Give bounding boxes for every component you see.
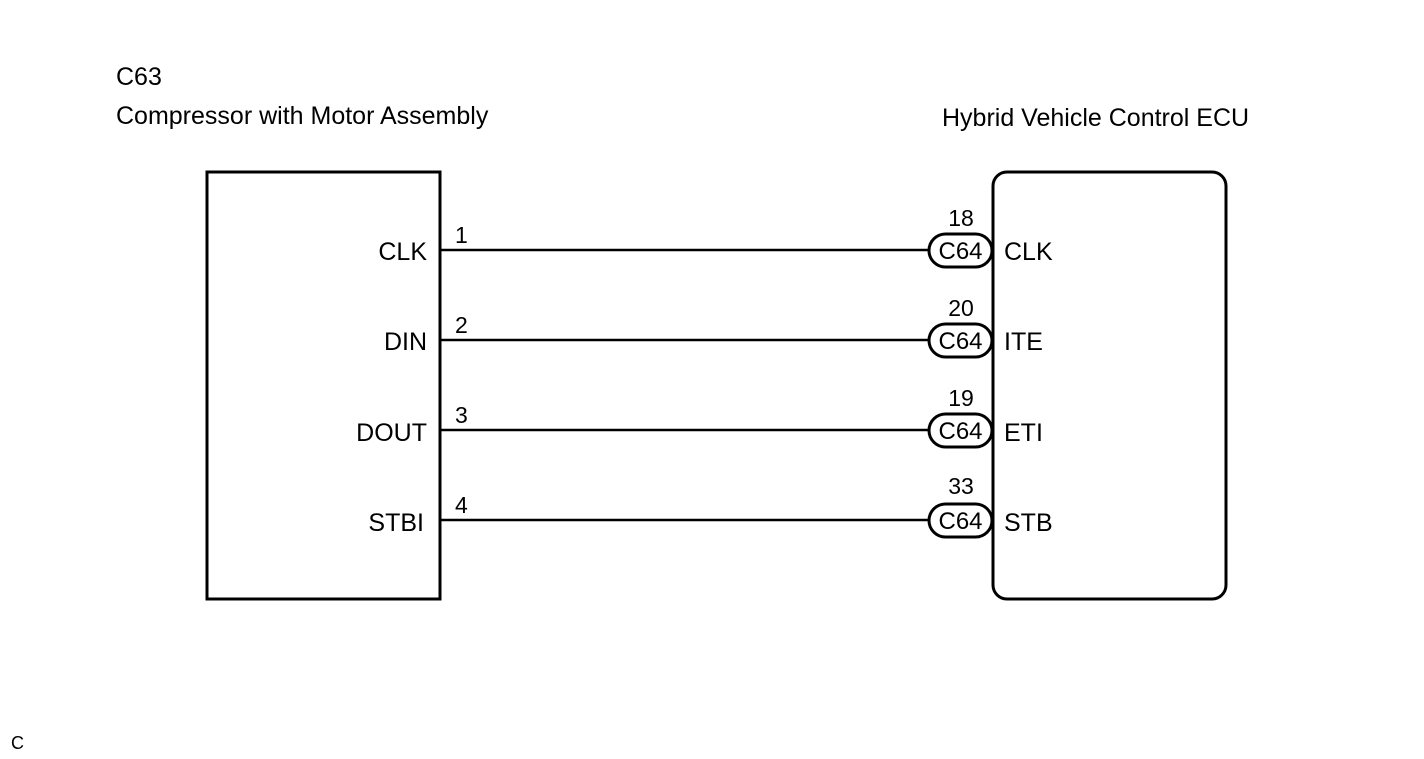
left-pin-label: DIN [384,328,427,356]
connector-badge [927,502,994,539]
right-component-name: Hybrid Vehicle Control ECU [942,104,1249,132]
connector-badge [927,412,994,449]
right-pin-number: 19 [948,385,974,411]
right-pin-number: 33 [948,473,974,499]
wire-row-4: STBI 4 33 C64 STB [368,473,1053,539]
left-pin-label: STBI [368,509,424,537]
left-pin-number: 4 [455,492,468,518]
left-component-code: C63 [116,63,162,91]
right-pin-label: STB [1004,509,1053,537]
right-pin-label: ITE [1004,328,1043,356]
right-pin-number: 20 [948,295,974,321]
right-pin-label: ETI [1004,419,1043,447]
connector-badge [927,232,994,269]
connector-code: C64 [938,328,982,355]
left-pin-label: CLK [378,238,427,266]
left-component-box [205,170,442,601]
left-pin-label: DOUT [356,419,427,447]
right-pin-label: CLK [1004,238,1053,266]
left-pin-number: 1 [455,222,468,248]
right-component-box [991,170,1228,601]
right-pin-number: 18 [948,205,974,231]
connector-code: C64 [938,418,982,445]
connector-code: C64 [938,238,982,265]
connector-badge [927,322,994,359]
left-pin-number: 3 [455,402,468,428]
wire-row-3: DOUT 3 19 C64 ETI [356,385,1043,449]
left-pin-number: 2 [455,312,468,338]
wire-row-1: CLK 1 18 C64 CLK [378,205,1053,269]
connector-code: C64 [938,508,982,535]
wire-row-2: DIN 2 20 C64 ITE [384,295,1043,359]
footer-code: C [11,733,24,753]
left-component-name: Compressor with Motor Assembly [116,102,489,130]
